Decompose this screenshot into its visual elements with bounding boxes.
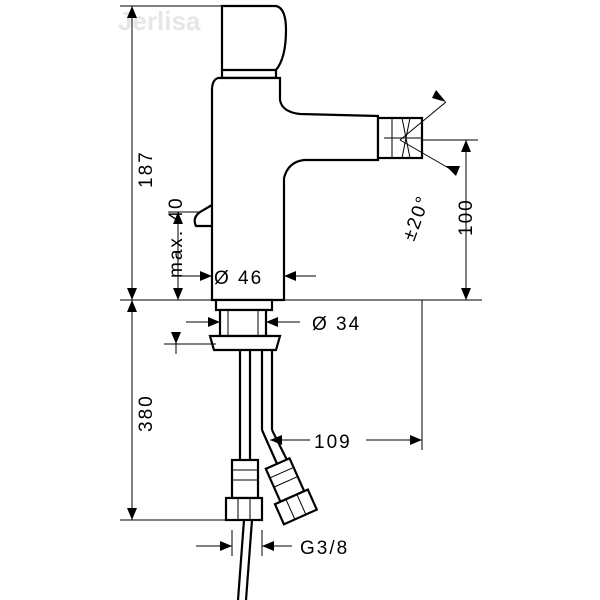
dim-100-label: 100 bbox=[456, 198, 477, 236]
popup-lever bbox=[193, 204, 213, 228]
dimension-100: 100 bbox=[422, 139, 478, 300]
dimension-187: 187 bbox=[120, 5, 222, 300]
supply-hoses bbox=[224, 350, 319, 600]
dim-109-label: 109 bbox=[314, 432, 352, 453]
dim-max40-label: max. 40 bbox=[166, 196, 187, 278]
dim-46-label: Ø 46 bbox=[214, 268, 263, 289]
dim-angle-label: ±20° bbox=[399, 192, 435, 244]
dim-34-label: Ø 34 bbox=[312, 314, 361, 335]
dimension-dia34: Ø 34 bbox=[186, 314, 361, 335]
dim-thread-label: G3/8 bbox=[300, 538, 349, 559]
dimension-angle: ±20° bbox=[399, 90, 460, 244]
dimension-max40: max. 40 bbox=[166, 196, 200, 300]
dim-380-label: 380 bbox=[136, 394, 157, 432]
aerator bbox=[376, 116, 424, 160]
dimension-dia46: Ø 46 bbox=[180, 268, 316, 289]
faucet-body bbox=[193, 4, 424, 352]
dim-187-label: 187 bbox=[136, 150, 157, 188]
dimension-109: 109 bbox=[270, 300, 423, 453]
dimension-380: 380 bbox=[120, 300, 226, 521]
dimension-thread: G3/8 bbox=[196, 530, 349, 559]
